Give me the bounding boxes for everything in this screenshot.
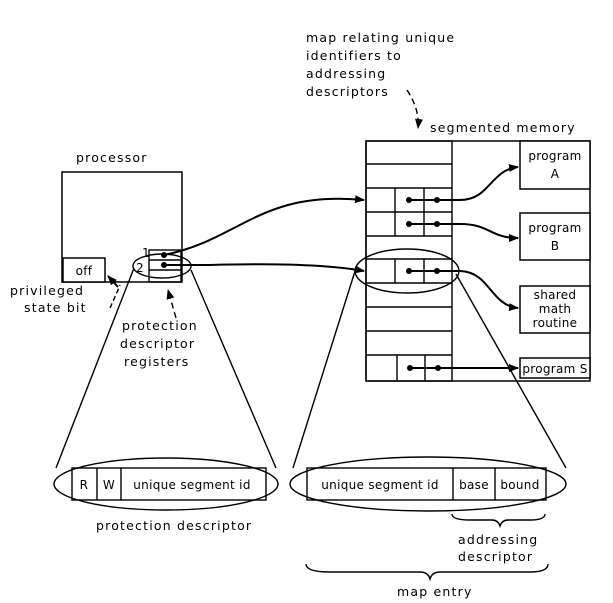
registers-dashed-arrow xyxy=(166,289,177,319)
cone-right-1 xyxy=(190,269,277,469)
protection-registers-label-3: registers xyxy=(124,354,190,369)
annotation-line-1: map relating unique xyxy=(306,30,455,45)
protection-registers-label-1: protection xyxy=(122,318,198,333)
protection-registers-label-2: descriptor xyxy=(120,336,195,351)
privileged-label-2: state bit xyxy=(24,300,87,315)
annotation-dashed-arrow xyxy=(406,89,423,129)
off-label: off xyxy=(76,264,93,278)
field-bound: bound xyxy=(500,478,539,492)
shared-math-routine-box: shared math routine xyxy=(519,285,591,334)
protection-descriptor: R W unique segment id protection descrip… xyxy=(53,457,279,533)
annotation-line-4: descriptors xyxy=(306,84,389,99)
program-b-label-2: B xyxy=(551,239,560,253)
protection-descriptor-caption: protection descriptor xyxy=(96,518,252,533)
shared-math-label-2: math xyxy=(539,302,572,316)
map-pointers xyxy=(406,163,519,372)
map-entry-caption: map entry xyxy=(397,584,473,599)
privileged-label-1: privileged xyxy=(10,283,84,298)
field-base: base xyxy=(459,478,489,492)
addressing-caption-1: addressing xyxy=(458,532,538,547)
annotation-line-2: identifiers to xyxy=(306,48,402,63)
cone-left-2 xyxy=(292,267,357,469)
map-annotation: map relating unique identifiers to addre… xyxy=(306,30,455,129)
register-1-number: 1 xyxy=(142,246,150,260)
field-w: W xyxy=(103,478,115,492)
program-b-box: program B xyxy=(519,212,591,261)
program-a-label-2: A xyxy=(551,167,560,181)
field-unique-segment-id: unique segment id xyxy=(133,478,250,492)
shared-math-label-3: routine xyxy=(533,316,578,330)
field-r: R xyxy=(80,478,89,492)
register-2-number: 2 xyxy=(136,261,144,275)
shared-math-label-1: shared xyxy=(534,288,577,302)
field-unique-segment-id-map: unique segment id xyxy=(321,478,438,492)
program-s-box: program S xyxy=(519,357,591,379)
register-2-pointer xyxy=(164,263,365,274)
program-a-label-1: program xyxy=(528,149,581,163)
map-entry-brace xyxy=(305,563,549,582)
segmented-memory-label: segmented memory xyxy=(430,120,576,135)
cone-right-2 xyxy=(455,273,567,469)
addressing-caption-2: descriptor xyxy=(458,549,533,564)
map-entry: unique segment id base bound addressing … xyxy=(289,456,567,599)
privileged-state-bit-box xyxy=(62,257,106,283)
map-table-outline xyxy=(365,140,453,382)
map-entry-detail-ellipse xyxy=(289,456,567,512)
protection-descriptor-ellipse xyxy=(53,457,279,511)
addressing-brace xyxy=(451,513,546,529)
program-b-label-1: program xyxy=(528,221,581,235)
processor-label: processor xyxy=(76,150,148,165)
program-a-box: program A xyxy=(519,140,591,190)
cone-left-1 xyxy=(55,267,135,469)
annotation-line-3: addressing xyxy=(306,66,386,81)
privileged-arrow xyxy=(107,275,119,288)
privileged-dashed xyxy=(109,284,121,309)
register-1-pointer xyxy=(163,195,365,256)
program-s-label: program S xyxy=(522,362,587,376)
map-table xyxy=(365,140,453,382)
